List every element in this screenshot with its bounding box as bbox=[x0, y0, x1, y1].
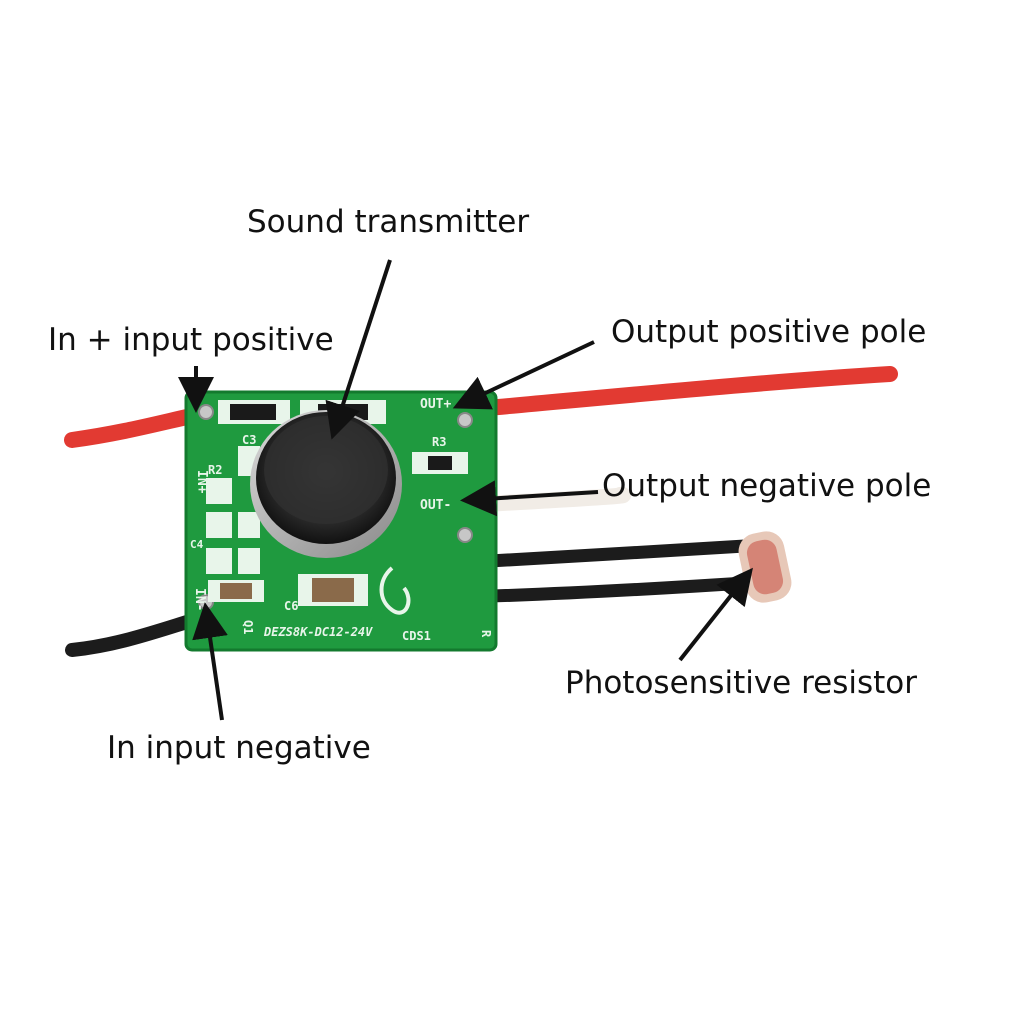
label-photosensitive-resistor: Photosensitive resistor bbox=[565, 665, 918, 701]
silk-q1: Q1 bbox=[241, 620, 255, 634]
wire-out-negative bbox=[457, 487, 631, 513]
silk-in-minus: IN- bbox=[192, 588, 207, 611]
silk-r2: R2 bbox=[208, 463, 222, 477]
silk-model: DEZS8K-DC12-24V bbox=[263, 625, 373, 639]
silk-out-minus: OUT- bbox=[420, 498, 451, 513]
label-in-negative: In input negative bbox=[107, 730, 371, 766]
arrow-photo-resistor bbox=[678, 567, 753, 662]
arrow-in-negative bbox=[192, 602, 228, 721]
silk-c4: C4 bbox=[190, 538, 204, 551]
silk-out-plus: OUT+ bbox=[420, 397, 451, 412]
arrow-out-positive bbox=[452, 340, 595, 410]
photoresistor bbox=[738, 531, 792, 603]
silk-in-plus: IN+ bbox=[194, 470, 209, 494]
label-output-negative: Output negative pole bbox=[602, 468, 932, 504]
label-sound-transmitter: Sound transmitter bbox=[247, 204, 530, 240]
label-in-positive: In + input positive bbox=[48, 322, 334, 358]
silk-r3: R3 bbox=[432, 435, 446, 449]
silk-c6: C6 bbox=[284, 599, 298, 613]
wire-out-positive bbox=[457, 366, 898, 418]
wire-in-negative bbox=[65, 611, 207, 657]
arrow-sound-transmitter bbox=[325, 259, 392, 440]
silk-cds1: CDS1 bbox=[402, 629, 431, 643]
arrow-out-negative bbox=[460, 480, 599, 517]
silk-r-right: R bbox=[479, 630, 493, 638]
microphone-icon bbox=[250, 410, 402, 558]
label-output-positive: Output positive pole bbox=[611, 314, 927, 350]
silk-c3: C3 bbox=[242, 433, 256, 447]
